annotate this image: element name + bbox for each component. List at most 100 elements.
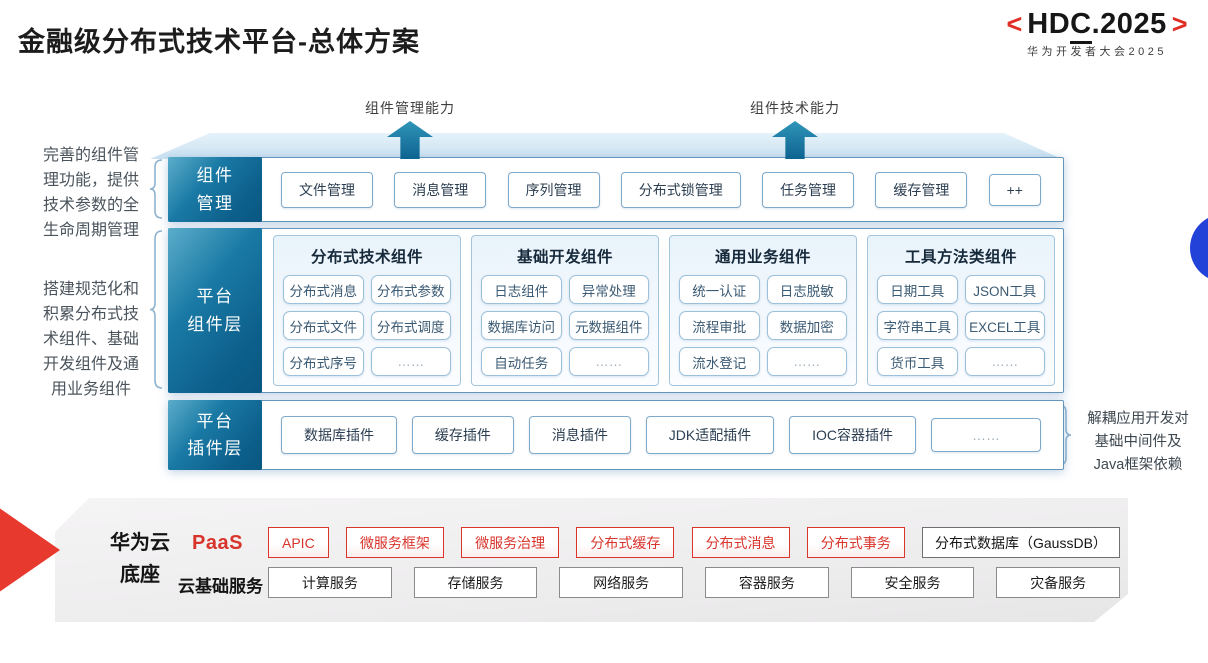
- plugin-chip: 数据库插件: [281, 416, 397, 454]
- plugin-chip: JDK适配插件: [645, 416, 775, 454]
- layer-label-line: 组件: [196, 166, 234, 186]
- page-title: 金融级分布式技术平台-总体方案: [18, 27, 420, 57]
- note-line: 解耦应用开发对: [1087, 411, 1189, 427]
- component-chip: 日期工具: [877, 275, 958, 304]
- component-chip: ……: [766, 347, 847, 376]
- group-items: 日志组件异常处理数据库访问元数据组件自动任务……: [481, 275, 649, 376]
- component-chip: 日志脱敏: [766, 275, 847, 304]
- group-title: 通用业务组件: [714, 249, 811, 266]
- iaas-chip: 计算服务: [268, 567, 392, 598]
- cloud-base-title-line: 华为云: [110, 532, 170, 554]
- group-title: 工具方法类组件: [904, 249, 1017, 266]
- logo-subtitle: 华为开发者大会2025: [1027, 46, 1167, 58]
- note-component-management: 完善的组件管理功能，提供技术参数的全生命周期管理: [33, 143, 149, 243]
- paas-chip: 微服务治理: [461, 527, 560, 558]
- hdc-logo: < HDC.2025 > 华为开发者大会2025: [992, 8, 1202, 59]
- group-title: 基础开发组件: [516, 249, 613, 266]
- component-chip: 自动任务: [481, 347, 562, 376]
- component-chip: 分布式文件: [283, 311, 364, 340]
- plugin-chip: 缓存插件: [411, 416, 514, 454]
- component-chip: 字符串工具: [877, 311, 958, 340]
- gaussdb-chip: 分布式数据库（GaussDB）: [922, 527, 1120, 558]
- note-line: 开发组件及通: [42, 356, 139, 373]
- paas-services: APIC 微服务框架 微服务治理 分布式缓存 分布式消息 分布式事务 分布式数据…: [268, 527, 1120, 558]
- component-chip: 分布式参数: [370, 275, 451, 304]
- note-decouple-dependencies: 解耦应用开发对基础中间件及 Java框架依赖: [1075, 408, 1201, 477]
- note-line: 术组件、基础: [42, 331, 139, 348]
- group-items: 统一认证日志脱敏流程审批数据加密流水登记……: [679, 275, 847, 376]
- left-brace-icon: [149, 159, 163, 219]
- paas-chip: 分布式消息: [691, 527, 790, 558]
- logo-text: HDC.2025: [1027, 8, 1166, 44]
- layer-label-line: 组件层: [187, 314, 243, 334]
- component-chip: 序列管理: [507, 171, 600, 208]
- note-line: 完善的组件管: [42, 147, 139, 164]
- component-chip: 数据加密: [766, 311, 847, 340]
- layer-label-line: 插件层: [187, 439, 243, 458]
- layer-label-platform-components: 平台组件层: [168, 228, 262, 393]
- note-line: Java框架依赖: [1093, 457, 1183, 473]
- note-line: 用业务组件: [50, 381, 131, 398]
- note-line: 技术参数的全: [42, 197, 139, 214]
- component-chip: 统一认证: [679, 275, 760, 304]
- group-title: 分布式技术组件: [310, 249, 423, 266]
- layer-platform-components: 平台组件层 分布式技术组件 分布式消息分布式参数分布式文件分布式调度分布式序号……: [168, 228, 1064, 393]
- paas-chip: 分布式缓存: [576, 527, 675, 558]
- layer-component-management: 组件管理 文件管理消息管理序列管理分布式锁管理任务管理缓存管理++: [168, 157, 1064, 222]
- component-chip: 消息管理: [394, 171, 487, 208]
- group-common-business: 通用业务组件 统一认证日志脱敏流程审批数据加密流水登记……: [669, 235, 857, 386]
- paas-chip: 分布式事务: [806, 527, 905, 558]
- component-chip: ……: [964, 347, 1045, 376]
- capability-arrow-technology: 组件技术能力: [715, 98, 875, 159]
- platform-slab-top-face: [150, 133, 1062, 159]
- logo-right-bracket-icon: >: [1171, 9, 1188, 39]
- iaas-chip: 灾备服务: [996, 567, 1121, 598]
- hdc-logo-row: < HDC.2025 >: [992, 8, 1202, 44]
- layer-label-line: 平台: [196, 411, 234, 431]
- note-component-accumulation: 搭建规范化和积累分布式技术组件、基础开发组件及通用业务组件: [33, 277, 149, 402]
- cloud-base-title: 华为云底座: [94, 527, 186, 591]
- layer-label-line: 平台: [196, 287, 234, 307]
- layer-platform-plugins: 平台插件层 数据库插件缓存插件消息插件 JDK适配插件 IOC容器插件 ……: [168, 400, 1064, 470]
- component-groups: 分布式技术组件 分布式消息分布式参数分布式文件分布式调度分布式序号…… 基础开发…: [273, 235, 1055, 386]
- capability-arrow-label: 组件管理能力: [365, 100, 455, 116]
- plugin-chip: IOC容器插件: [789, 416, 917, 454]
- capability-arrow-management: 组件管理能力: [330, 98, 490, 159]
- component-chip: 缓存管理: [875, 171, 968, 208]
- component-chip: JSON工具: [964, 275, 1045, 304]
- paas-chip: APIC: [268, 527, 329, 558]
- component-chip: 元数据组件: [568, 311, 649, 340]
- component-chip: ……: [568, 347, 649, 376]
- component-chip: 分布式消息: [283, 275, 364, 304]
- plugin-chip: 消息插件: [528, 416, 631, 454]
- note-line: 积累分布式技: [42, 306, 139, 323]
- right-brace-icon: [1058, 404, 1072, 466]
- group-basic-dev: 基础开发组件 日志组件异常处理数据库访问元数据组件自动任务……: [471, 235, 659, 386]
- component-chip: 流水登记: [679, 347, 760, 376]
- iaas-chip: 存储服务: [413, 567, 538, 598]
- component-chip: 日志组件: [481, 275, 562, 304]
- up-arrow-icon: [387, 121, 433, 159]
- iaas-chip: 安全服务: [850, 567, 975, 598]
- component-chip: 分布式序号: [283, 347, 364, 376]
- note-line: 生命周期管理: [42, 222, 139, 239]
- note-line: 基础中间件及: [1094, 434, 1182, 450]
- iaas-label: 云基础服务: [178, 577, 263, 596]
- component-chip: 流程审批: [679, 311, 760, 340]
- left-brace-icon: [149, 230, 163, 389]
- up-arrow-icon: [772, 121, 818, 159]
- component-chip: 任务管理: [762, 171, 855, 208]
- component-management-items: 文件管理消息管理序列管理分布式锁管理任务管理缓存管理++: [281, 158, 1041, 221]
- paas-chip: 微服务框架: [345, 527, 444, 558]
- plugin-chip: ……: [930, 418, 1041, 452]
- component-chip: 文件管理: [281, 171, 373, 208]
- group-distributed-tech: 分布式技术组件 分布式消息分布式参数分布式文件分布式调度分布式序号……: [273, 235, 461, 386]
- layer-label-platform-plugins: 平台插件层: [168, 400, 262, 470]
- logo-left-bracket-icon: <: [1006, 9, 1023, 39]
- note-line: 理功能，提供: [42, 172, 139, 189]
- cloud-base-title-line: 底座: [120, 564, 160, 586]
- blue-circle-decoration: [1190, 214, 1208, 282]
